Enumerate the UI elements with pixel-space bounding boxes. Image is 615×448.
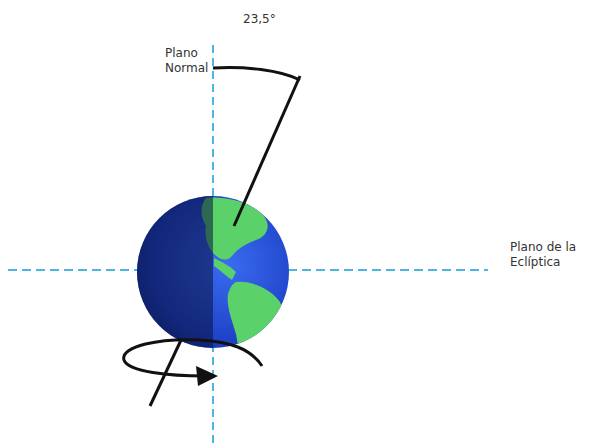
earth xyxy=(137,192,289,363)
arrow-head xyxy=(196,366,218,386)
rotation-arrow xyxy=(124,340,262,376)
rotation-axis xyxy=(234,76,300,226)
plane-label: Plano de la Eclíptica xyxy=(510,240,610,270)
angle-label: 23,5° xyxy=(243,12,303,27)
angle-arc xyxy=(213,68,300,81)
plane-label: Plano Normal xyxy=(165,46,211,76)
